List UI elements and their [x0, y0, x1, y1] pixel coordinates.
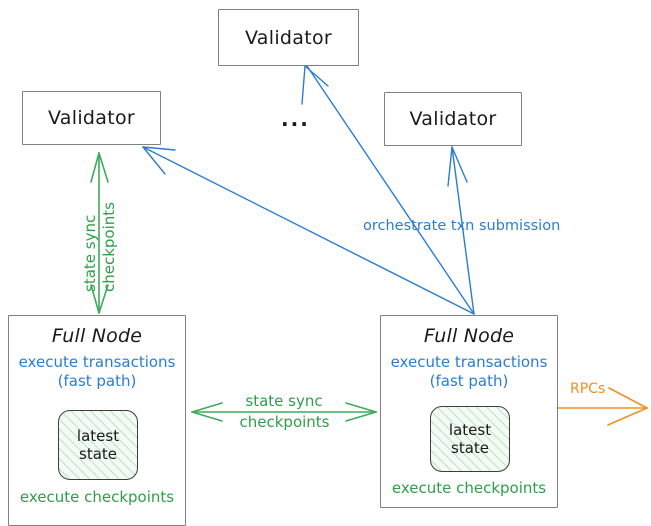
latest-state-right-line1: latest [448, 420, 492, 439]
full-node-left-fastpath-line2: (fast path) [57, 371, 137, 390]
full-node-box-left[interactable]: Full Node execute transactions (fast pat… [8, 315, 186, 526]
validator-box-top[interactable]: Validator [218, 9, 359, 66]
validator-top-label: Validator [244, 26, 332, 49]
rpcs-label: RPCs [570, 381, 606, 397]
orchestrate-txn-submission-label: orchestrate txn submission [363, 218, 561, 234]
full-node-box-right[interactable]: Full Node execute transactions (fast pat… [380, 315, 558, 508]
full-node-right-fastpath-line2: (fast path) [429, 371, 509, 390]
latest-state-left-line1: latest [76, 426, 120, 445]
state-sync-vertical-label-line2: checkpoints [100, 202, 118, 292]
full-node-left-title: Full Node [51, 325, 143, 347]
full-node-left-footer: execute checkpoints [19, 488, 175, 506]
latest-state-box-right[interactable]: latest state [430, 406, 510, 472]
state-sync-vertical-label-line1: state sync [81, 214, 99, 292]
full-node-right-title: Full Node [423, 325, 515, 347]
full-node-left-fastpath-line1: execute transactions [18, 353, 176, 371]
full-node-right-fastpath-line1: execute transactions [390, 353, 548, 371]
latest-state-left-line2: state [79, 445, 117, 463]
validators-ellipsis: ... [281, 107, 310, 131]
validator-left-label: Validator [47, 107, 135, 129]
validator-right-label: Validator [409, 108, 497, 130]
full-node-right-footer: execute checkpoints [391, 479, 547, 497]
validator-box-left[interactable]: Validator [22, 91, 161, 145]
state-sync-horizontal-label-line1: state sync [245, 392, 323, 410]
latest-state-right-line2: state [451, 439, 489, 457]
validator-box-right[interactable]: Validator [384, 92, 522, 146]
state-sync-horizontal-label-line2: checkpoints [239, 413, 330, 431]
latest-state-box-left[interactable]: latest state [58, 410, 138, 480]
